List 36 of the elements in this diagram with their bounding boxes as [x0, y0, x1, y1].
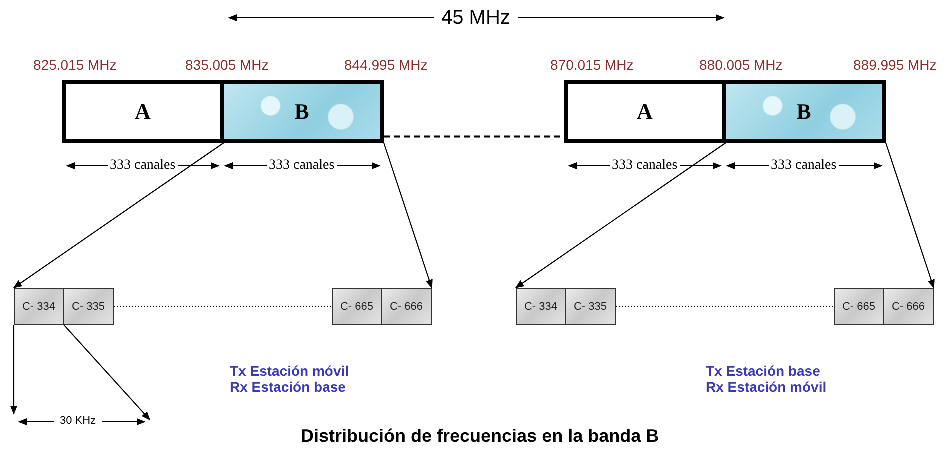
connector-line: [616, 306, 834, 308]
channel-label: C- 335: [72, 300, 106, 312]
bandwidth-label: 30 KHz: [54, 416, 102, 427]
caption: Distribución de frecuencias en la banda B: [301, 426, 660, 447]
arrow: [13, 142, 224, 288]
frequency-label: 880.005 MHz: [700, 58, 783, 72]
channel-label: C- 334: [524, 300, 558, 312]
connector-line: [114, 306, 332, 308]
channel-label: C- 665: [842, 300, 876, 312]
channel-label: C- 334: [22, 300, 56, 312]
frequency-label: 844.995 MHz: [344, 58, 428, 72]
station-label: Rx Estación móvil: [706, 380, 827, 394]
band-label: B: [294, 98, 310, 124]
frequency-label: 835.005 MHz: [186, 58, 269, 72]
channel-label: C- 666: [390, 300, 424, 312]
arrow: [10, 325, 18, 415]
band-label: A: [135, 98, 151, 124]
frequency-band-box: [564, 80, 726, 143]
channel-label: C- 335: [574, 300, 608, 312]
channel-label: C- 666: [892, 300, 926, 312]
arrow: [383, 142, 433, 289]
frequency-band-box: [224, 80, 384, 143]
station-label: Tx Estación móvil: [230, 364, 350, 378]
station-label: Tx Estación base: [706, 364, 820, 378]
arrow: [64, 324, 151, 421]
station-label: Rx Estación base: [230, 380, 346, 394]
frequency-label: 870.015 MHz: [550, 58, 634, 72]
arrow: [515, 142, 726, 288]
frequency-band-box: [62, 80, 224, 143]
frequency-label: 825.015 MHz: [34, 58, 117, 72]
band-label: A: [637, 98, 653, 124]
arrow: [885, 142, 935, 289]
channel-label: C- 665: [340, 300, 374, 312]
band-label: B: [796, 98, 812, 124]
frequency-label: 889.995 MHz: [854, 58, 937, 72]
frequency-band-box: [726, 80, 886, 143]
